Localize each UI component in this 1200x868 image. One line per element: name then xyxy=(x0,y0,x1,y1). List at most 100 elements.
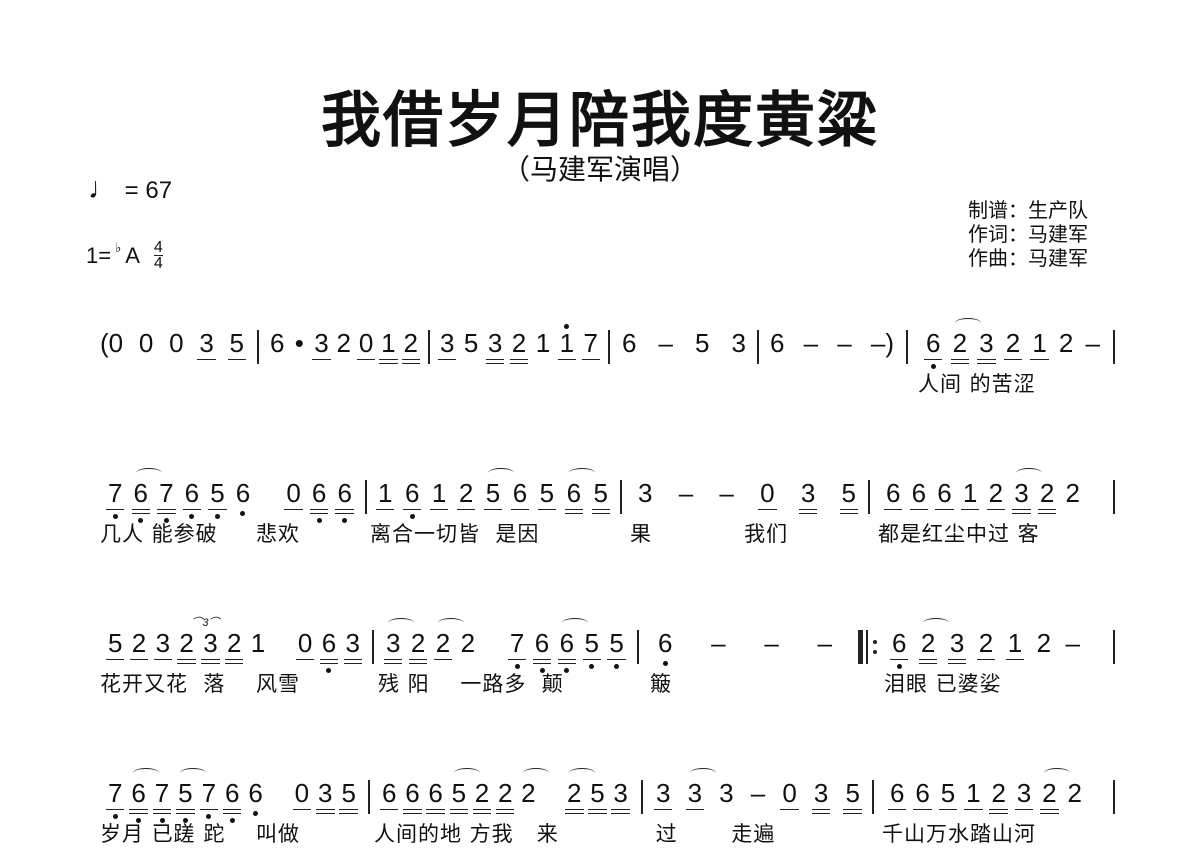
note: 0 xyxy=(780,778,800,810)
low-octave-dot xyxy=(182,818,188,823)
note: 5 xyxy=(588,778,608,814)
barline xyxy=(428,330,430,364)
low-octave-dot xyxy=(136,818,142,823)
note: 2 xyxy=(976,628,996,660)
slur-mark xyxy=(1044,768,1071,778)
note: – xyxy=(711,628,726,658)
note: 2 xyxy=(408,628,428,664)
note: 6 xyxy=(319,628,339,673)
note: 2 xyxy=(1040,768,1071,814)
slur-mark xyxy=(437,618,464,628)
note: 2 xyxy=(224,628,245,664)
note: 5 xyxy=(339,778,359,814)
note: 2 xyxy=(1067,778,1082,808)
note: –) xyxy=(870,328,894,358)
low-octave-dot xyxy=(614,664,620,669)
note: 6 xyxy=(909,478,929,510)
barline xyxy=(608,330,610,364)
spacer xyxy=(261,478,275,508)
note: 2 xyxy=(989,778,1009,814)
barline xyxy=(1113,780,1115,814)
measure: 6–––) xyxy=(762,328,902,368)
note: 0 xyxy=(295,628,315,660)
high-octave-dot xyxy=(564,324,570,329)
low-octave-dot xyxy=(326,668,332,673)
note: 0 xyxy=(169,328,184,358)
note: 7 xyxy=(199,778,219,819)
low-octave-dot xyxy=(662,661,668,666)
note: 5 xyxy=(607,628,627,669)
note: 3 xyxy=(798,478,818,514)
note: 3 xyxy=(312,328,332,360)
barline xyxy=(1113,630,1115,664)
note: 2 xyxy=(401,328,421,364)
note: 3 xyxy=(731,328,746,358)
note: 3 xyxy=(811,778,831,814)
lyric-line: 人间 的苦涩 xyxy=(918,372,1036,396)
note: 5 xyxy=(463,328,479,358)
slur-mark xyxy=(523,768,550,778)
note: – xyxy=(817,628,832,658)
slur-mark xyxy=(568,468,595,478)
note: 6 xyxy=(182,478,202,519)
note: 6 xyxy=(248,778,263,816)
low-octave-dot xyxy=(514,664,520,669)
note: 6 xyxy=(379,778,400,810)
note: 2 xyxy=(1036,628,1052,658)
lyric-line: 过 走遍 xyxy=(648,822,776,846)
note: 6 xyxy=(564,468,595,514)
note: 1 xyxy=(557,324,577,360)
barline xyxy=(1113,330,1115,364)
note: 6 xyxy=(402,478,422,519)
lyric-line: 几人 能参破 悲欢 xyxy=(100,522,301,546)
note: 7 xyxy=(507,628,527,669)
lyric-line: 泪眼 已婆娑 xyxy=(884,672,1002,696)
note: 1 xyxy=(429,478,449,510)
low-octave-dot xyxy=(539,668,545,673)
performer-subtitle: （马建军演唱） xyxy=(501,153,698,186)
note: 2 xyxy=(1037,478,1057,514)
slur-mark xyxy=(180,768,207,778)
key-note: A xyxy=(125,242,140,268)
low-octave-dot xyxy=(206,814,212,819)
note: 6 xyxy=(770,328,785,358)
note: 3 xyxy=(1014,778,1034,810)
note: 7 xyxy=(157,478,177,523)
note: 5 xyxy=(176,768,207,823)
low-octave-dot xyxy=(409,514,415,519)
note: 3 xyxy=(315,778,336,814)
slur-mark xyxy=(487,468,514,478)
credit-transcriber: 制谱：生产队 xyxy=(968,198,1088,222)
note: 6 xyxy=(270,328,285,358)
slur-mark xyxy=(922,618,949,628)
note: 6 xyxy=(426,778,446,814)
note: 2 xyxy=(918,618,949,664)
note: 1 xyxy=(1005,628,1025,660)
low-octave-dot xyxy=(930,364,936,369)
note: 2 xyxy=(456,478,476,510)
note: – xyxy=(803,328,819,358)
barline xyxy=(372,630,374,664)
note: 3 xyxy=(343,628,363,664)
slur-mark xyxy=(569,768,596,778)
barline xyxy=(757,330,759,364)
spacer xyxy=(272,778,286,808)
credit-lyricist: 作词：马建军 xyxy=(968,222,1088,246)
note: 7 xyxy=(581,328,601,360)
slur-mark xyxy=(453,768,480,778)
note: 3 xyxy=(653,778,674,810)
note: 1 xyxy=(535,328,551,358)
slur-mark xyxy=(133,768,160,778)
note: 0 xyxy=(356,328,376,360)
triplet-mark: ⌒3⌒ xyxy=(191,617,220,629)
note: 2⌒3⌒ xyxy=(177,617,219,664)
note: 6 xyxy=(335,478,355,523)
